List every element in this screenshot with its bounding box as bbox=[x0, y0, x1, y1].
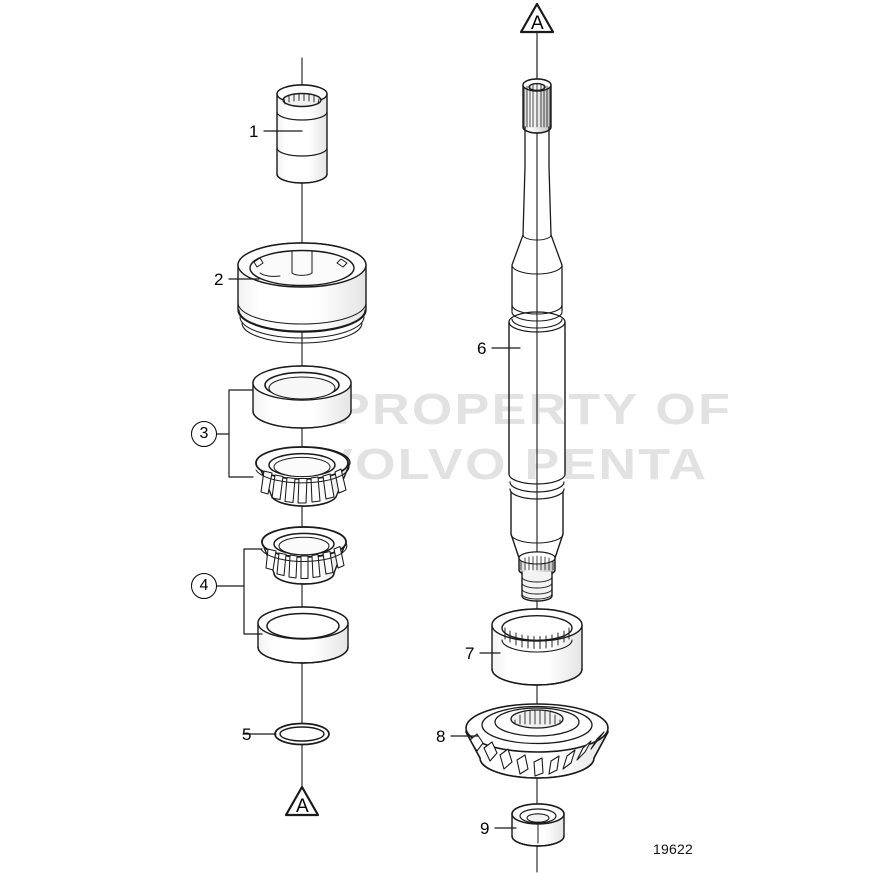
part-7-needle-roller-bearing bbox=[491, 608, 583, 686]
callout-leader-lines bbox=[216, 130, 521, 829]
part-4-bearing-cone bbox=[260, 526, 348, 585]
watermark-line-2: VOLVO PENTA bbox=[318, 440, 709, 489]
section-marker-a-top-label: A bbox=[531, 13, 544, 34]
document-number: 19622 bbox=[653, 841, 693, 857]
part-5-o-ring bbox=[274, 722, 330, 746]
part-3-bearing-cone bbox=[255, 446, 351, 507]
callout-label-7[interactable]: 7 bbox=[465, 644, 475, 663]
callout-label-6[interactable]: 6 bbox=[477, 339, 487, 358]
part-3-bearing-outer-race bbox=[252, 365, 352, 429]
section-marker-a-top bbox=[519, 2, 555, 79]
callout-label-5[interactable]: 5 bbox=[242, 725, 252, 744]
section-marker-a-bottom-label: A bbox=[296, 796, 309, 817]
callout-label-1[interactable]: 1 bbox=[249, 122, 259, 141]
callout-label-8[interactable]: 8 bbox=[436, 727, 446, 746]
callout-label-4[interactable]: 4 bbox=[191, 573, 217, 599]
watermark-line-1: PROPERTY OF bbox=[335, 385, 733, 434]
part-4-bearing-outer-race bbox=[257, 606, 349, 664]
part-6-pinion-drive-shaft bbox=[508, 78, 566, 602]
callout-label-3[interactable]: 3 bbox=[191, 421, 217, 447]
part-2-threaded-bearing-carrier bbox=[237, 242, 367, 344]
part-9-pinion-nut bbox=[511, 803, 565, 847]
callout-label-9[interactable]: 9 bbox=[480, 819, 490, 838]
callout-label-2[interactable]: 2 bbox=[214, 270, 224, 289]
part-1-splined-coupling-sleeve bbox=[276, 84, 328, 184]
part-8-bevel-pinion-gear bbox=[465, 703, 609, 779]
